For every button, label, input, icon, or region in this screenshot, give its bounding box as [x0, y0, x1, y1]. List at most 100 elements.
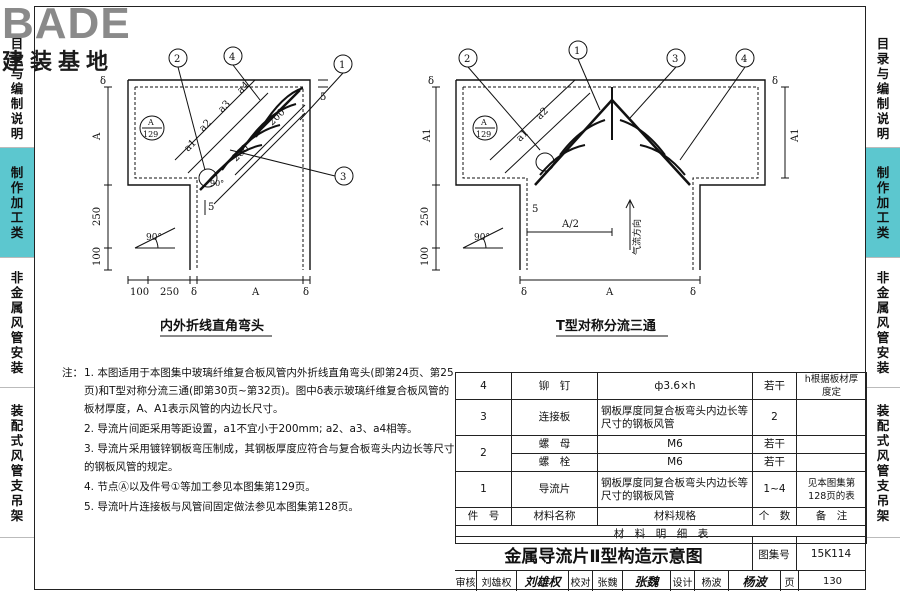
elbow-dim-250: 250 [92, 207, 103, 226]
bom-remark [796, 453, 867, 472]
bom-header-no: 件 号 [455, 507, 512, 526]
checker-name: 张魏 [593, 571, 623, 591]
bom-name: 铆 钉 [511, 372, 598, 400]
right-tab-4[interactable]: 装配式风管支吊架 [866, 388, 900, 538]
elbow-callout-3: 3 [340, 172, 346, 183]
bom-spec: M6 [597, 435, 753, 454]
bom-qty: 若干 [752, 453, 797, 472]
bom-header-qty: 个 数 [752, 507, 797, 526]
tee-flow: 气流方向 [631, 219, 643, 255]
table-row: 螺 栓 M6 若干 [456, 453, 867, 472]
tee-dim-250: 250 [420, 207, 431, 226]
bom-name: 螺 栓 [511, 453, 598, 472]
atlas-number: 15K114 [810, 548, 852, 560]
tee-callout-2: 2 [464, 54, 470, 65]
right-tab-1[interactable]: 目录与编制说明 [866, 30, 900, 148]
elbow-ref-letter: A [147, 118, 154, 127]
notes-label: 注： [62, 367, 83, 379]
reviewer-signature: 刘雄权 [517, 571, 569, 591]
note-item: 5. 导流叶片连接板与风管间固定做法参见本图集第128页。 [84, 501, 359, 513]
elbow-labels: 2 4 1 3 A 129 A 250 100 δ 100 250 δ A δ … [92, 52, 346, 298]
atlas-label: 图集号 [752, 537, 797, 571]
note-item: 2. 导流片间距采用等距设置，a1不宜小于200mm; a2、a3、a4相等。 [84, 423, 418, 435]
bom-table: 4 铆 钉 ф3.6×h 若干 h根据板材厚度定 3 连接板 钢板厚度同复合板弯… [455, 372, 867, 544]
bom-no: 2 [455, 435, 512, 472]
tee-dim-A: A [605, 287, 614, 298]
tee-a2: a2 [534, 106, 550, 122]
tee-dim-A1-left: A1 [422, 128, 433, 143]
tee-angle: 90° [474, 233, 490, 243]
bom-qty: 若干 [752, 435, 797, 454]
note-item: 1. 本图适用于本图集中玻璃纤维复合板风管内外折线直角弯头(即第24页、第25页… [84, 367, 454, 415]
left-tab-2[interactable]: 制作加工类 [0, 148, 34, 258]
designer-name: 杨波 [695, 571, 729, 591]
title-block: 金属导流片Ⅱ型构造示意图 图集号 15K114 审核 刘雄权 刘雄权 校对 张魏… [455, 536, 866, 591]
bom-no: 3 [455, 399, 512, 436]
bom-qty: 2 [752, 399, 797, 436]
table-row: 4 铆 钉 ф3.6×h 若干 h根据板材厚度定 [455, 372, 867, 400]
bom-spec: 钢板厚度同复合板弯头内边长等尺寸的钢板风管 [597, 471, 753, 508]
tee-ref-letter: A [480, 118, 487, 127]
bom-header-name: 材料名称 [511, 507, 598, 526]
elbow-a3: a3 [216, 99, 232, 115]
elbow-dim-delta-b2: δ [303, 287, 309, 298]
logo: BADE 建装基地 [2, 2, 131, 76]
tee-callout-1: 1 [574, 46, 580, 57]
elbow-angle-b: 90° [146, 233, 162, 243]
right-side-nav: 目录与编制说明制作加工类非金属风管安装装配式风管支吊架 [866, 0, 900, 600]
tee-dim-half: A/2 [561, 219, 579, 230]
left-side-nav: 目录与编制说明制作加工类非金属风管安装装配式风管支吊架 [0, 0, 34, 600]
review-label: 审核 [455, 571, 477, 591]
bom-header-spec: 材料规格 [597, 507, 753, 526]
right-tab-2[interactable]: 制作加工类 [866, 148, 900, 258]
elbow-dim-A: A [92, 132, 103, 141]
designer-signature: 杨波 [729, 571, 781, 591]
tee-callouts [458, 40, 755, 161]
drawing-frame [34, 6, 866, 590]
bom-qty: 若干 [752, 372, 797, 400]
table-row: 3 连接板 钢板厚度同复合板弯头内边长等尺寸的钢板风管 2 [455, 399, 867, 436]
bom-remark [796, 435, 867, 454]
elbow-a4: a4 [235, 80, 251, 96]
left-tab-3[interactable]: 非金属风管安装 [0, 258, 34, 388]
page-label: 页 [781, 571, 799, 591]
tee-dim-delta: δ [428, 76, 434, 87]
bom-no: 1 [455, 471, 512, 508]
tee-labels: 2 1 3 4 A 129 A1 A1 250 100 δ δ A/2 A δ … [420, 46, 801, 298]
elbow-dim-100b: 100 [130, 287, 149, 298]
bom-no: 4 [455, 372, 512, 400]
left-tab-1[interactable]: 目录与编制说明 [0, 30, 34, 148]
bom-header-remark: 备 注 [796, 507, 867, 526]
bom-header-row: 件 号 材料名称 材料规格 个 数 备 注 [455, 507, 867, 526]
tee-ref-page: 129 [476, 130, 491, 139]
bom-spec: 钢板厚度同复合板弯头内边长等尺寸的钢板风管 [597, 399, 753, 436]
elbow-ref-page: 129 [143, 130, 158, 139]
elbow-callout-2: 2 [174, 54, 180, 65]
bom-footer-row: 材 料 明 细 表 [455, 525, 867, 544]
right-tab-3[interactable]: 非金属风管安装 [866, 258, 900, 388]
elbow-a2: a2 [197, 118, 213, 134]
bom-spec: M6 [597, 453, 753, 472]
elbow-diagram [104, 79, 328, 284]
tee-diagram [432, 79, 789, 284]
bom-remark: 见本图集第128页的表 [796, 471, 867, 508]
bom-remark [796, 399, 867, 436]
notes-list: 1. 本图适用于本图集中玻璃纤维复合板风管内外折线直角弯头(即第24页、第25页… [62, 364, 457, 516]
elbow-dim-delta-b: δ [191, 287, 197, 298]
tee-dim-delta-b: δ [521, 287, 527, 298]
note-item: 3. 导流片采用镀锌钢板弯压制成，其钢板厚度应符合与复合板弯头内边长等尺寸的钢板… [84, 443, 455, 473]
elbow-dim-100: 100 [92, 247, 103, 266]
left-tab-4[interactable]: 装配式风管支吊架 [0, 388, 34, 538]
tee-callout-4: 4 [741, 54, 747, 65]
elbow-dim-250b: 250 [160, 287, 179, 298]
tee-dim-delta-b2: δ [690, 287, 696, 298]
drawing-title: 金属导流片Ⅱ型构造示意图 [455, 537, 753, 571]
tee-dim-5: 5 [532, 204, 538, 215]
table-row: 1 导流片 钢板厚度同复合板弯头内边长等尺寸的钢板风管 1~4 见本图集第128… [455, 471, 867, 508]
tee-dim-100: 100 [420, 247, 431, 266]
elbow-callouts [139, 46, 354, 186]
tee-callout-3: 3 [672, 54, 678, 65]
tee-caption: T型对称分流三通 [556, 318, 656, 334]
logo-subtitle: 建装基地 [2, 50, 115, 75]
